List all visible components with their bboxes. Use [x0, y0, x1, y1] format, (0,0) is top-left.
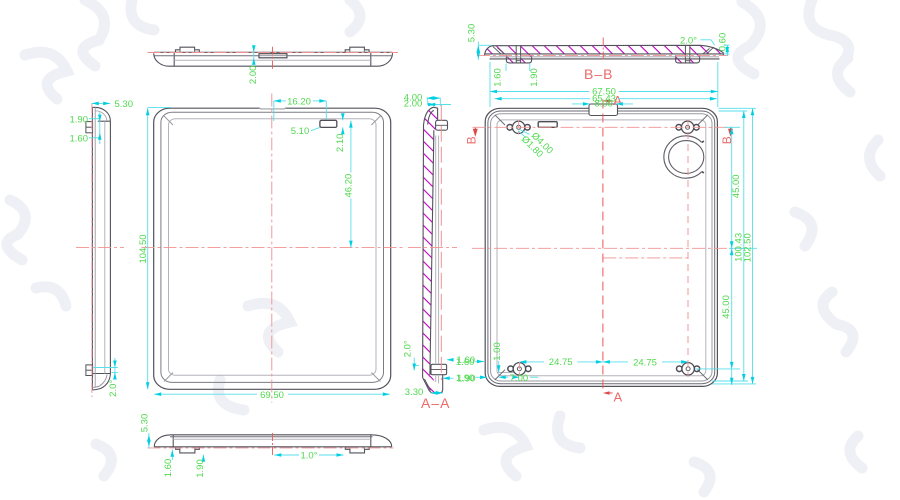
svg-text:1.60: 1.60 — [493, 68, 504, 87]
svg-text:A: A — [614, 390, 623, 405]
svg-text:69.50: 69.50 — [260, 390, 284, 401]
svg-text:100.43: 100.43 — [734, 233, 745, 262]
svg-text:2.0°: 2.0° — [108, 380, 119, 397]
svg-text:5.30: 5.30 — [140, 414, 151, 433]
svg-text:3.30: 3.30 — [405, 387, 424, 398]
svg-text:45.00: 45.00 — [731, 174, 742, 198]
svg-text:1.90: 1.90 — [456, 373, 475, 384]
svg-text:1.60: 1.60 — [163, 459, 174, 478]
svg-text:4.00: 4.00 — [404, 92, 423, 103]
svg-text:1.60: 1.60 — [457, 355, 476, 366]
svg-text:46.20: 46.20 — [343, 174, 354, 198]
svg-text:0.60: 0.60 — [718, 33, 729, 52]
svg-text:67.50: 67.50 — [592, 87, 616, 98]
svg-text:A: A — [613, 93, 622, 108]
svg-text:B: B — [465, 136, 479, 144]
svg-text:1.90: 1.90 — [195, 459, 206, 478]
svg-text:7.00: 7.00 — [510, 373, 529, 384]
svg-text:1.0°: 1.0° — [300, 451, 317, 462]
svg-text:2.10: 2.10 — [335, 134, 346, 153]
svg-text:16.20: 16.20 — [287, 97, 311, 108]
svg-text:B: B — [720, 136, 734, 144]
svg-text:24.75: 24.75 — [549, 357, 573, 368]
svg-text:A–A: A–A — [421, 395, 450, 411]
svg-text:5.10: 5.10 — [291, 126, 310, 137]
svg-text:8.00: 8.00 — [594, 99, 613, 110]
svg-text:2.0°: 2.0° — [402, 340, 413, 357]
svg-text:2.00: 2.00 — [248, 66, 259, 85]
svg-text:104.50: 104.50 — [138, 234, 149, 263]
svg-text:2.00: 2.00 — [404, 99, 423, 110]
svg-text:102.50: 102.50 — [742, 233, 753, 262]
svg-text:5.30: 5.30 — [115, 99, 134, 110]
svg-text:45.00: 45.00 — [721, 295, 732, 319]
svg-text:65.43: 65.43 — [592, 93, 616, 104]
svg-text:1.60: 1.60 — [456, 357, 475, 368]
svg-text:1.90: 1.90 — [70, 115, 89, 126]
svg-text:5.30: 5.30 — [466, 24, 477, 43]
svg-text:B–B: B–B — [584, 66, 613, 82]
svg-text:1.00: 1.00 — [492, 342, 503, 361]
svg-text:1.90: 1.90 — [457, 374, 476, 385]
svg-text:1.90: 1.90 — [529, 68, 540, 87]
svg-text:1.60: 1.60 — [70, 134, 89, 145]
svg-text:2.0°: 2.0° — [680, 35, 697, 46]
svg-text:24.75: 24.75 — [633, 357, 657, 368]
